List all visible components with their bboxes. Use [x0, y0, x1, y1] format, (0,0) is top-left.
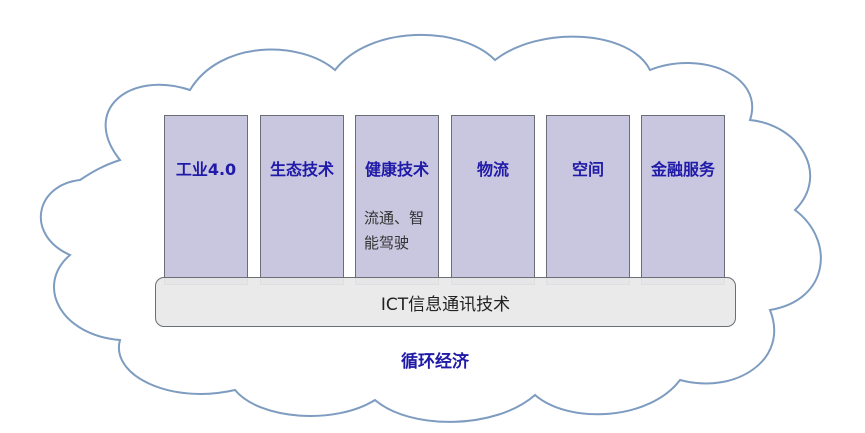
pillar-note: 流通、智 能驾驶: [364, 206, 438, 256]
pillar-space: 空间: [546, 115, 630, 285]
pillar-note-line: 能驾驶: [364, 234, 410, 252]
pillar-title: 物流: [476, 160, 509, 179]
pillar-title: 工业4.0: [175, 160, 237, 179]
pillar-eco-technology: 生态技术: [260, 115, 344, 285]
pillar-note-line: 流通、智: [364, 209, 425, 227]
pillar-title: 生态技术: [269, 160, 334, 179]
ict-label: ICT信息通讯技术: [380, 294, 511, 315]
circular-economy-label: 循环经济: [401, 352, 469, 372]
pillar-health-technology: 健康技术 流通、智 能驾驶: [355, 115, 439, 285]
pillar-financial-services: 金融服务: [641, 115, 725, 285]
pillar-industry-4-0: 工业4.0: [164, 115, 248, 285]
ict-foundation-bar: ICT信息通讯技术: [155, 277, 736, 327]
pillar-title: 健康技术: [364, 160, 429, 179]
pillar-title: 金融服务: [650, 160, 715, 179]
pillar-logistics: 物流: [451, 115, 535, 285]
pillar-title: 空间: [571, 160, 604, 179]
